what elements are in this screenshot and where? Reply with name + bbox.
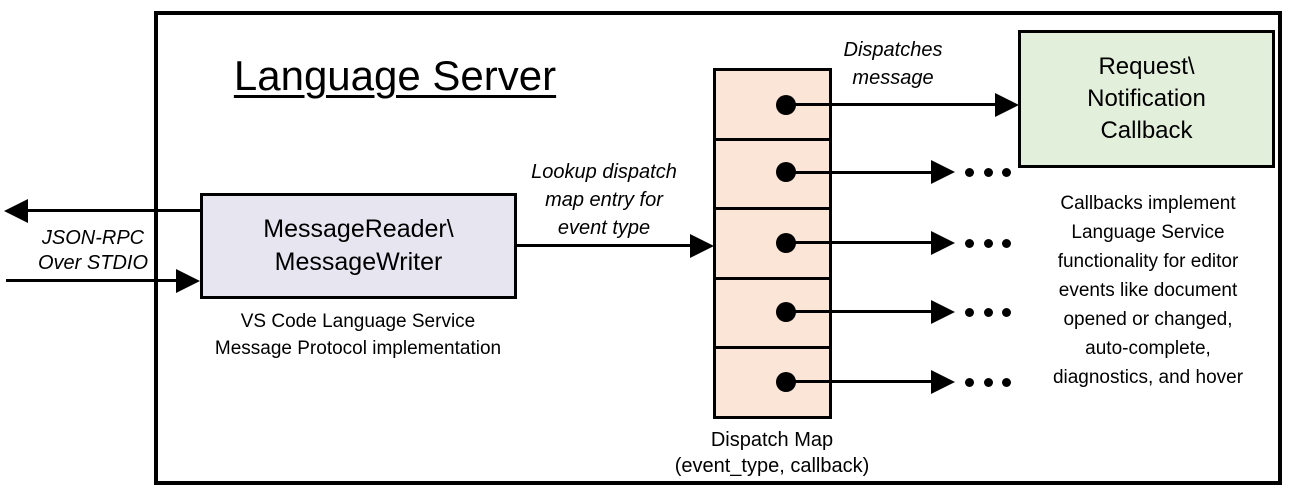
message-box-line1: MessageReader\ [263,215,454,243]
dispatch-map-caption-line1: Dispatch Map [710,429,834,451]
dispatch-arrowhead-3-icon [931,231,955,255]
dispatch-arrow-line-5 [786,380,932,383]
message-box-line2: MessageWriter [274,248,443,276]
lookup-arrow-label: Lookup dispatch map entry for event type [504,158,704,242]
dispatches-label-line1: Dispatches [843,39,943,61]
message-box-caption: VS Code Language Service Message Protoco… [188,308,528,362]
callbacks-note-line: Callbacks implement [1060,193,1236,214]
lookup-arrow-line [516,244,691,247]
callbacks-note-line: opened or changed, [1063,309,1233,330]
callbacks-note: Callbacks implement Language Service fun… [1020,189,1276,392]
callback-box-line1: Request\ [1098,53,1195,80]
dispatch-map-cell [716,280,829,350]
callback-box-line3: Callback [1100,117,1193,144]
dispatch-arrow-line-4 [786,310,932,313]
ellipsis-icon [965,239,1011,248]
diagram-title: Language Server [233,52,557,99]
stdio-in-arrow-line [6,279,176,282]
ellipsis-icon [965,168,1011,177]
dispatches-label-line2: message [852,67,934,89]
lookup-label-line2: map entry for [545,189,663,211]
callbacks-note-line: auto-complete, [1085,338,1211,359]
dispatch-map-caption-line2: (event_type, callback) [674,455,870,477]
dispatch-arrowhead-1-icon [995,93,1019,117]
dispatch-map-cell [716,71,829,141]
ellipsis-icon [965,308,1011,317]
callbacks-note-line: functionality for editor [1057,251,1239,272]
message-box-caption-line1: VS Code Language Service [240,311,476,332]
request-notification-callback-box: Request\ Notification Callback [1018,30,1275,168]
dispatch-arrow-line-2 [786,171,932,174]
ellipsis-icon [965,378,1011,387]
lookup-label-line3: event type [557,217,651,239]
dispatch-map-cell [716,210,829,280]
callbacks-note-line: diagnostics, and hover [1052,367,1244,388]
callbacks-note-line: Language Service [1071,222,1225,243]
dispatches-message-label: Dispatches message [798,36,988,92]
dispatch-arrowhead-5-icon [931,370,955,394]
stdio-in-arrowhead-icon [176,269,200,293]
stdio-out-arrow-line [26,209,200,212]
callback-box-line2: Notification [1087,85,1206,112]
lookup-arrowhead-icon [690,234,714,258]
io-label-line1: JSON-RPC [41,227,145,249]
dispatch-arrow-line-3 [786,241,932,244]
callbacks-note-line: events like document [1058,280,1238,301]
message-reader-writer-box: MessageReader\ MessageWriter [200,193,517,299]
stdio-out-arrowhead-icon [4,199,28,223]
dispatch-arrowhead-2-icon [931,160,955,184]
dispatch-arrow-line-1 [786,103,996,106]
dispatch-map-cell [716,141,829,211]
dispatch-map-caption: Dispatch Map (event_type, callback) [652,427,892,479]
dispatch-arrowhead-4-icon [931,300,955,324]
io-label-line2: Over STDIO [37,252,148,274]
lookup-label-line1: Lookup dispatch [531,161,677,183]
message-box-caption-line2: Message Protocol implementation [214,338,502,359]
